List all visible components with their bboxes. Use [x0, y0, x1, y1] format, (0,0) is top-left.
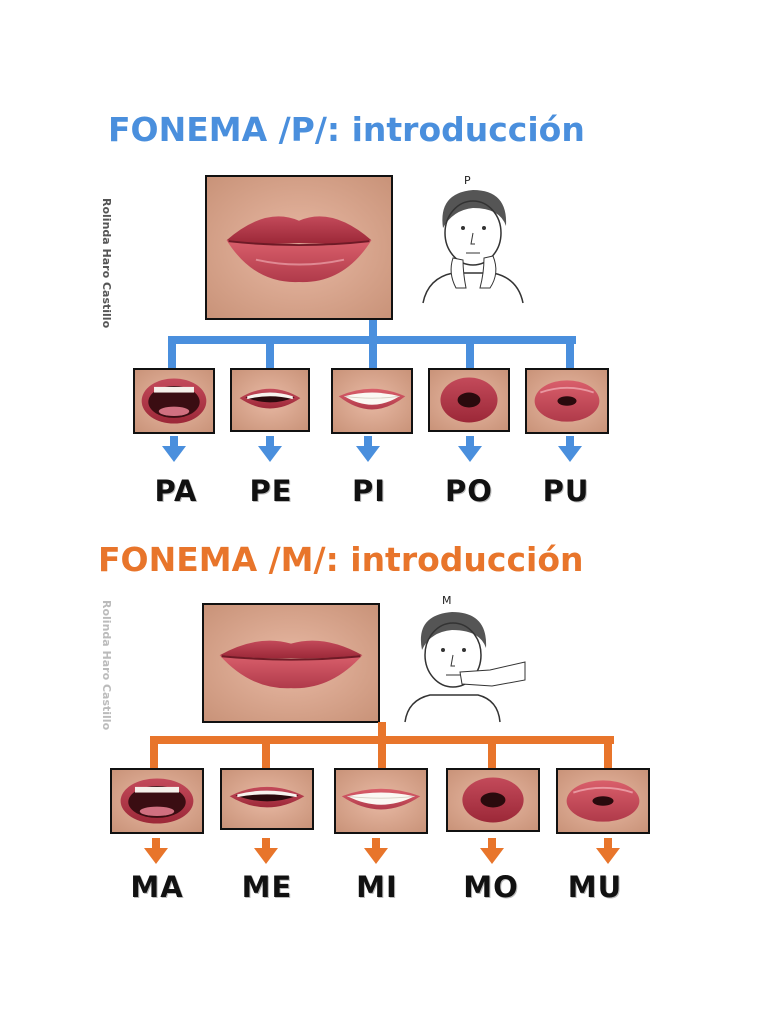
mouth-open-a-photo	[110, 768, 204, 834]
syllable-pe: PE	[249, 474, 293, 508]
sign-drawing-icon: P	[418, 174, 528, 308]
mouth-open-a-photo	[133, 368, 215, 434]
page-title-m: FONEMA /M/: introducción	[98, 540, 584, 579]
page-title-p: FONEMA /P/: introducción	[108, 110, 585, 149]
arrow-m	[604, 838, 612, 848]
mouth-o-photo	[428, 368, 510, 432]
connector-drop-p	[168, 336, 176, 368]
mouth-i-photo	[334, 768, 428, 834]
sign-drawing-icon: M	[400, 594, 530, 725]
connector-drop-m	[604, 736, 612, 768]
syllable-me: ME	[241, 870, 293, 904]
arrow-m	[488, 838, 496, 848]
syllable-mu: MU	[567, 870, 623, 904]
syllable-pi: PI	[351, 474, 387, 508]
arrow-m	[480, 848, 504, 864]
connector-drop-p	[466, 336, 474, 368]
arrow-p	[458, 446, 482, 462]
arrow-p	[566, 436, 574, 446]
sign-letter-p: P	[464, 174, 471, 187]
closed-lips-photo	[205, 175, 393, 320]
arrow-p	[266, 436, 274, 446]
arrow-m	[596, 848, 620, 864]
arrow-p	[170, 436, 178, 446]
arrow-p	[558, 446, 582, 462]
syllable-mo: MO	[463, 870, 519, 904]
connector-drop-p	[266, 336, 274, 368]
arrow-p	[466, 436, 474, 446]
arrow-p	[364, 436, 372, 446]
arrow-p	[162, 446, 186, 462]
arrow-m	[144, 848, 168, 864]
mouth-e-photo	[230, 368, 310, 432]
arrow-m	[152, 838, 160, 848]
syllable-ma: MA	[130, 870, 184, 904]
mouth-o-photo	[446, 768, 540, 832]
connector-drop-p	[369, 336, 377, 368]
connector-vertical-m	[378, 722, 386, 742]
mouth-e-photo	[220, 768, 314, 830]
connector-drop-p	[566, 336, 574, 368]
connector-drop-m	[378, 736, 386, 768]
arrow-m	[372, 838, 380, 848]
arrow-m	[262, 838, 270, 848]
closed-lips-photo	[202, 603, 380, 723]
arrow-m	[254, 848, 278, 864]
mouth-u-photo	[556, 768, 650, 834]
author-credit-faded: Rolinda Haro Castillo	[100, 600, 113, 730]
connector-vertical-p	[369, 320, 377, 340]
syllable-po: PO	[445, 474, 493, 508]
mouth-u-photo	[525, 368, 609, 434]
author-credit: Rolinda Haro Castillo	[100, 198, 113, 329]
arrow-p	[356, 446, 380, 462]
connector-drop-m	[150, 736, 158, 768]
syllable-mi: MI	[356, 870, 398, 904]
connector-drop-m	[488, 736, 496, 768]
arrow-m	[364, 848, 388, 864]
syllable-pu: PU	[542, 474, 590, 508]
mouth-i-photo	[331, 368, 413, 434]
syllable-pa: PA	[154, 474, 198, 508]
arrow-p	[258, 446, 282, 462]
connector-drop-m	[262, 736, 270, 768]
sign-letter-m: M	[442, 594, 452, 607]
